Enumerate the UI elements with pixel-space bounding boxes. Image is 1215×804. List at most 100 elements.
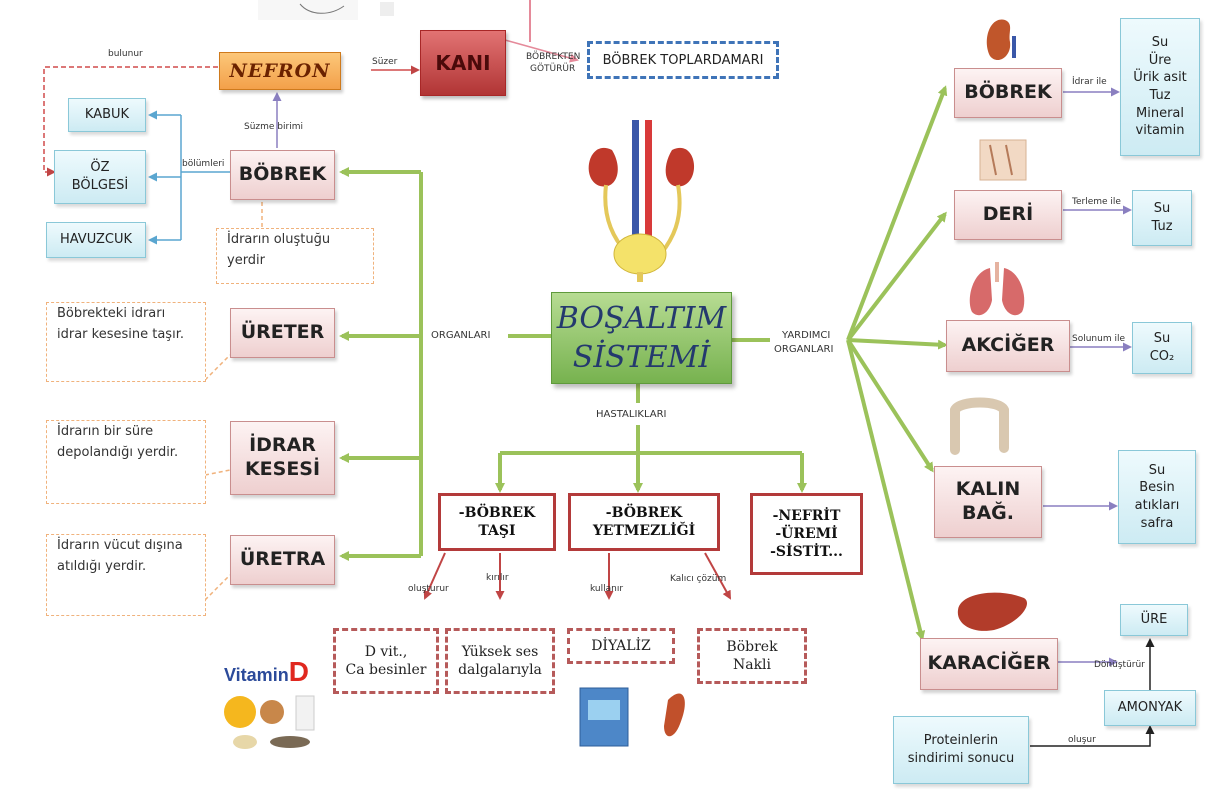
- product-item: Ürik asit: [1133, 70, 1187, 86]
- bobrek-box: BÖBREK: [230, 150, 335, 200]
- ure-box: ÜRE: [1120, 604, 1188, 636]
- ureter-label: ÜRETER: [240, 321, 325, 344]
- nephron-sketch-image: [258, 0, 394, 20]
- idrar-kesesi-box: İDRAR KESESİ: [230, 421, 335, 495]
- bobrek-toplardamari-box: BÖBREK TOPLARDAMARI: [587, 41, 779, 79]
- helper-bobrek-box: BÖBREK: [954, 68, 1062, 118]
- treatment-yuksek-ses-line1: Yüksek ses: [461, 643, 539, 660]
- disease-bobrek-yetmezligi-line2: YETMEZLİĞİ: [592, 523, 696, 539]
- nefron-box: NEFRON: [219, 52, 341, 90]
- note-idrar-kesesi-line2: depolandığı yerdir.: [57, 445, 179, 461]
- protein-line1: Proteinlerin: [923, 733, 999, 749]
- kabuk-box: KABUK: [68, 98, 146, 132]
- helper-bobrek-label: BÖBREK: [964, 81, 1052, 104]
- skin-section-image: [979, 139, 1027, 181]
- label-kirilir: kırılır: [486, 573, 509, 583]
- products-deri-box: Su Tuz: [1132, 190, 1192, 246]
- label-kalici-cozum: Kalıcı çözüm: [670, 574, 727, 584]
- idrar-kesesi-line2: KESESİ: [244, 458, 321, 480]
- note-ureter-line1: Böbrekteki idrarı: [57, 306, 166, 321]
- treatment-diyaliz-label: DİYALİZ: [591, 637, 651, 654]
- disease-other-box: -NEFRİT -ÜREMİ -SİSTİT...: [750, 493, 863, 575]
- label-bobrekten: BÖBREKTEN: [526, 52, 581, 62]
- uretra-label: ÜRETRA: [239, 548, 326, 571]
- helper-connectors: [732, 85, 948, 641]
- kidney-icon-image: [986, 19, 1016, 61]
- ure-label: ÜRE: [1140, 612, 1168, 628]
- treatment-bobrek-nakli-box: Böbrek Nakli: [697, 628, 807, 684]
- treatment-connectors: [423, 552, 731, 600]
- label-suzer: Süzer: [372, 57, 398, 67]
- bobrek-toplardamari-label: BÖBREK TOPLARDAMARI: [602, 52, 764, 68]
- label-terleme-ile: Terleme ile: [1072, 197, 1121, 207]
- oz-bolgesi-line2: BÖLGESİ: [71, 178, 129, 193]
- vitamin-d-logo: VitaminD: [224, 656, 309, 688]
- note-connectors: [204, 202, 263, 601]
- amonyak-label: AMONYAK: [1117, 700, 1183, 716]
- note-uretra: İdrarın vücut dışına atıldığı yerdir.: [46, 534, 206, 616]
- disease-bobrek-yetmezligi-box: -BÖBREK YETMEZLİĞİ: [568, 493, 720, 551]
- note-uretra-line2: atıldığı yerdir.: [57, 559, 147, 575]
- central-topic-box: BOŞALTIM SİSTEMİ: [551, 292, 732, 384]
- havuzcuk-label: HAVUZCUK: [59, 232, 133, 248]
- kani-label: KANI: [435, 51, 491, 75]
- top-connectors: [43, 0, 579, 177]
- helper-kalin-bag-box: KALIN BAĞ.: [934, 466, 1042, 538]
- product-item: Tuz: [1151, 219, 1173, 234]
- products-akciger-box: Su CO₂: [1132, 322, 1192, 374]
- product-item: atıkları: [1134, 498, 1180, 513]
- amonyak-box: AMONYAK: [1104, 690, 1196, 726]
- idrar-kesesi-line1: İDRAR: [249, 434, 316, 457]
- product-item: Üre: [1148, 52, 1172, 68]
- helper-kalin-line2: BAĞ.: [962, 502, 1014, 524]
- note-bobrek-line1: İdrarın oluştuğu: [227, 232, 331, 247]
- label-kullanir: kullanır: [590, 584, 624, 594]
- products-kalin-bag-box: Su Besin atıkları safra: [1118, 450, 1196, 544]
- helper-deri-box: DERİ: [954, 190, 1062, 240]
- helper-karaciger-box: KARACİĞER: [920, 638, 1058, 690]
- disease-bobrek-tasi-box: -BÖBREK TAŞI: [438, 493, 556, 551]
- label-goturur: GÖTÜRÜR: [530, 64, 576, 74]
- note-idrar-kesesi: İdrarın bir süre depolandığı yerdir.: [46, 420, 206, 504]
- label-donusturur: Dönüştürür: [1094, 660, 1145, 670]
- kani-box: KANI: [420, 30, 506, 96]
- helper-karaciger-label: KARACİĞER: [927, 652, 1051, 675]
- vitamin-word: Vitamin: [224, 665, 289, 685]
- label-hastaliklari: HASTALIKLARI: [596, 409, 667, 420]
- treatment-bobrek-nakli-line1: Böbrek: [726, 638, 778, 655]
- protein-line2: sindirimi sonucu: [907, 751, 1015, 766]
- note-idrar-kesesi-line1: İdrarın bir süre: [57, 424, 154, 439]
- label-solunum-ile: Solunum ile: [1072, 334, 1125, 344]
- havuzcuk-box: HAVUZCUK: [46, 222, 146, 258]
- vitamin-d-letter: D: [288, 656, 309, 687]
- disease-sistit: -SİSTİT...: [770, 544, 843, 561]
- lungs-image: [969, 262, 1025, 316]
- kidney-diagram-image: [588, 120, 695, 282]
- note-ureter-line2: idrar kesesine taşır.: [57, 327, 184, 343]
- ureter-box: ÜRETER: [230, 308, 335, 358]
- helper-deri-label: DERİ: [982, 203, 1034, 226]
- product-item: vitamin: [1135, 123, 1185, 139]
- liver-image: [957, 592, 1028, 631]
- disease-bobrek-yetmezligi-line1: -BÖBREK: [605, 504, 683, 521]
- disease-bobrek-tasi-line2: TAŞI: [478, 523, 516, 539]
- liver-connectors: [1030, 638, 1155, 747]
- treatment-dvit-line1: D vit.,: [364, 643, 408, 660]
- label-suzme-birimi: Süzme birimi: [244, 122, 303, 132]
- dialysis-image: [579, 687, 685, 747]
- note-bobrek: İdrarın oluştuğu yerdir: [216, 228, 374, 284]
- subpart-connectors: [148, 110, 230, 245]
- helper-akciger-box: AKCİĞER: [946, 320, 1070, 372]
- product-item: Su: [1148, 462, 1166, 478]
- product-item: Su: [1153, 331, 1171, 347]
- disease-nefrit: -NEFRİT: [772, 507, 841, 524]
- label-bulunur: bulunur: [108, 49, 143, 59]
- helper-akciger-label: AKCİĞER: [961, 334, 1055, 357]
- label-idrar-ile: İdrar ile: [1072, 77, 1107, 87]
- bobrek-label: BÖBREK: [238, 163, 327, 186]
- treatment-dvit-box: D vit., Ca besinler: [333, 628, 439, 694]
- product-item: Tuz: [1149, 88, 1171, 103]
- nefron-label: NEFRON: [229, 60, 331, 82]
- disease-connectors: [495, 384, 807, 493]
